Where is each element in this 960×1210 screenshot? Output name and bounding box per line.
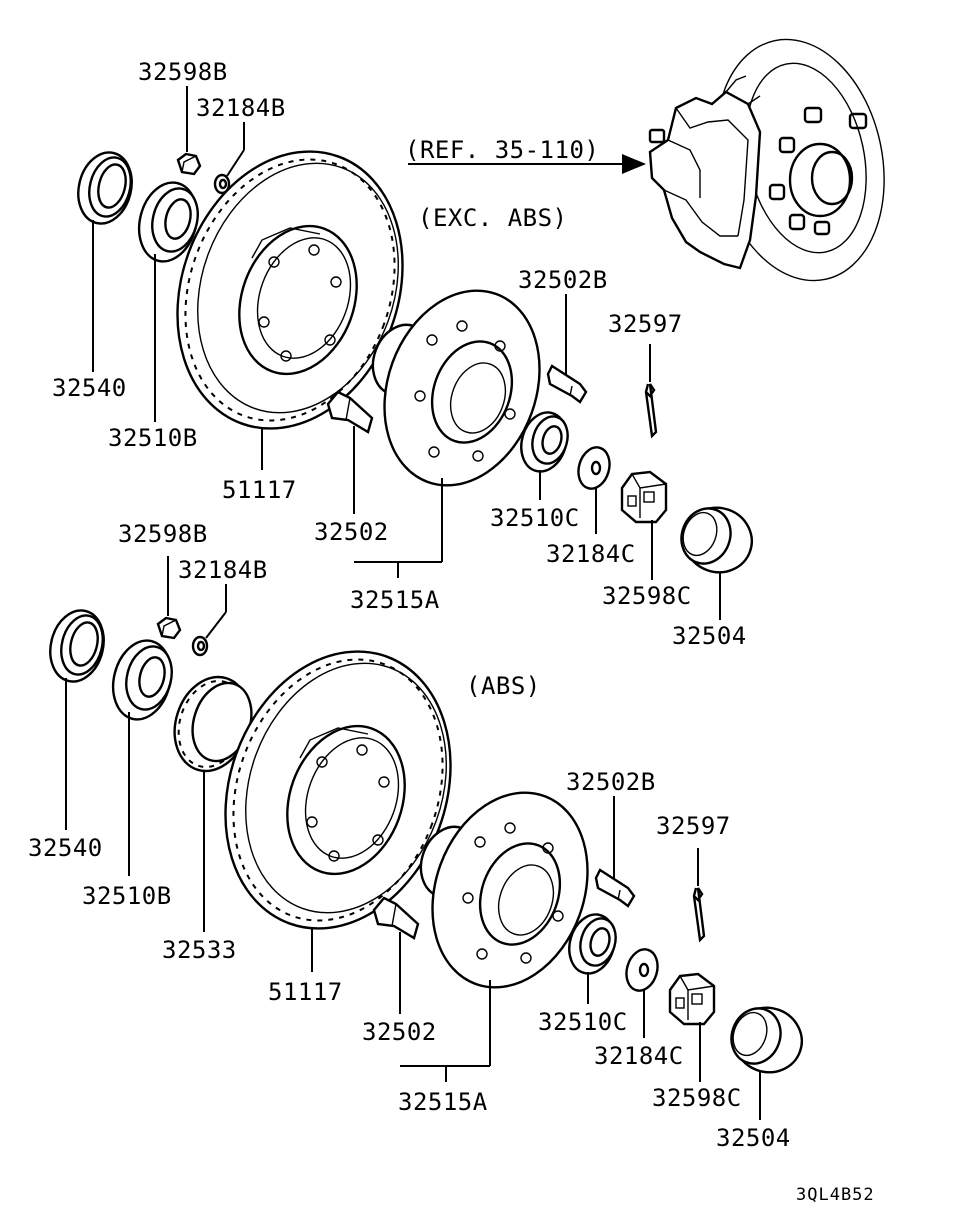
stud-bolt-icon	[326, 390, 374, 434]
castle-nut-icon	[668, 972, 716, 1026]
stud-bolt-icon	[372, 896, 420, 940]
part-label-32184B-top: 32184B	[196, 94, 286, 122]
part-label-51117-top: 51117	[222, 476, 297, 504]
brake-disc-icon	[176, 150, 404, 430]
part-label-32502-bottom: 32502	[362, 1018, 437, 1046]
part-label-32504-top: 32504	[672, 622, 747, 650]
part-label-32597-top: 32597	[608, 310, 683, 338]
washer-icon	[191, 635, 209, 657]
part-label-32540-bottom: 32540	[28, 834, 103, 862]
part-label-32504-bottom: 32504	[716, 1124, 791, 1152]
variant-label-abs: (ABS)	[466, 672, 541, 700]
part-label-32510B-bottom: 32510B	[82, 882, 172, 910]
part-label-32515A-top: 32515A	[350, 586, 440, 614]
part-label-32502B-bottom: 32502B	[566, 768, 656, 796]
bearing-icon	[111, 639, 173, 721]
abs-rotor-icon	[173, 675, 253, 773]
nut-icon	[156, 616, 182, 640]
cotter-pin-icon	[692, 887, 706, 943]
variant-label-exc-abs: (EXC. ABS)	[418, 204, 568, 232]
oil-seal-icon	[49, 609, 105, 683]
castle-nut-icon	[620, 470, 668, 524]
bearing-icon	[568, 913, 617, 975]
part-label-32184C-top: 32184C	[546, 540, 636, 568]
bearing-icon	[137, 181, 199, 263]
part-label-32184B-bottom: 32184B	[178, 556, 268, 584]
part-label-32598C-bottom: 32598C	[652, 1084, 742, 1112]
part-label-32184C-bottom: 32184C	[594, 1042, 684, 1070]
washer-icon	[625, 948, 659, 992]
part-label-32510C-bottom: 32510C	[538, 1008, 628, 1036]
washer-icon	[213, 173, 231, 195]
reference-label: (REF. 35-110)	[405, 136, 599, 164]
grease-cap-icon	[680, 506, 753, 574]
grease-cap-icon	[730, 1006, 803, 1074]
part-label-32598C-top: 32598C	[602, 582, 692, 610]
oil-seal-icon	[77, 151, 133, 225]
part-label-32502-top: 32502	[314, 518, 389, 546]
stud-bolt-icon	[594, 868, 636, 908]
drawing-code: 3QL4B52	[796, 1185, 875, 1205]
part-label-32597-bottom: 32597	[656, 812, 731, 840]
part-label-32598B-bottom: 32598B	[118, 520, 208, 548]
hub-icon	[419, 791, 589, 989]
part-label-32598B-top: 32598B	[138, 58, 228, 86]
part-label-32510B-top: 32510B	[108, 424, 198, 452]
washer-icon	[577, 446, 611, 490]
nut-icon	[176, 152, 202, 176]
part-label-32502B-top: 32502B	[518, 266, 608, 294]
part-label-32510C-top: 32510C	[490, 504, 580, 532]
brake-disc-icon	[224, 650, 452, 930]
part-label-32515A-bottom: 32515A	[398, 1088, 488, 1116]
part-label-51117-bottom: 51117	[268, 978, 343, 1006]
cotter-pin-icon	[644, 383, 658, 439]
part-label-32533-bottom: 32533	[162, 936, 237, 964]
bearing-icon	[520, 411, 569, 473]
brake-caliper-icon	[648, 38, 885, 282]
hub-icon	[371, 289, 541, 487]
stud-bolt-icon	[546, 364, 588, 404]
part-label-32540-top: 32540	[52, 374, 127, 402]
